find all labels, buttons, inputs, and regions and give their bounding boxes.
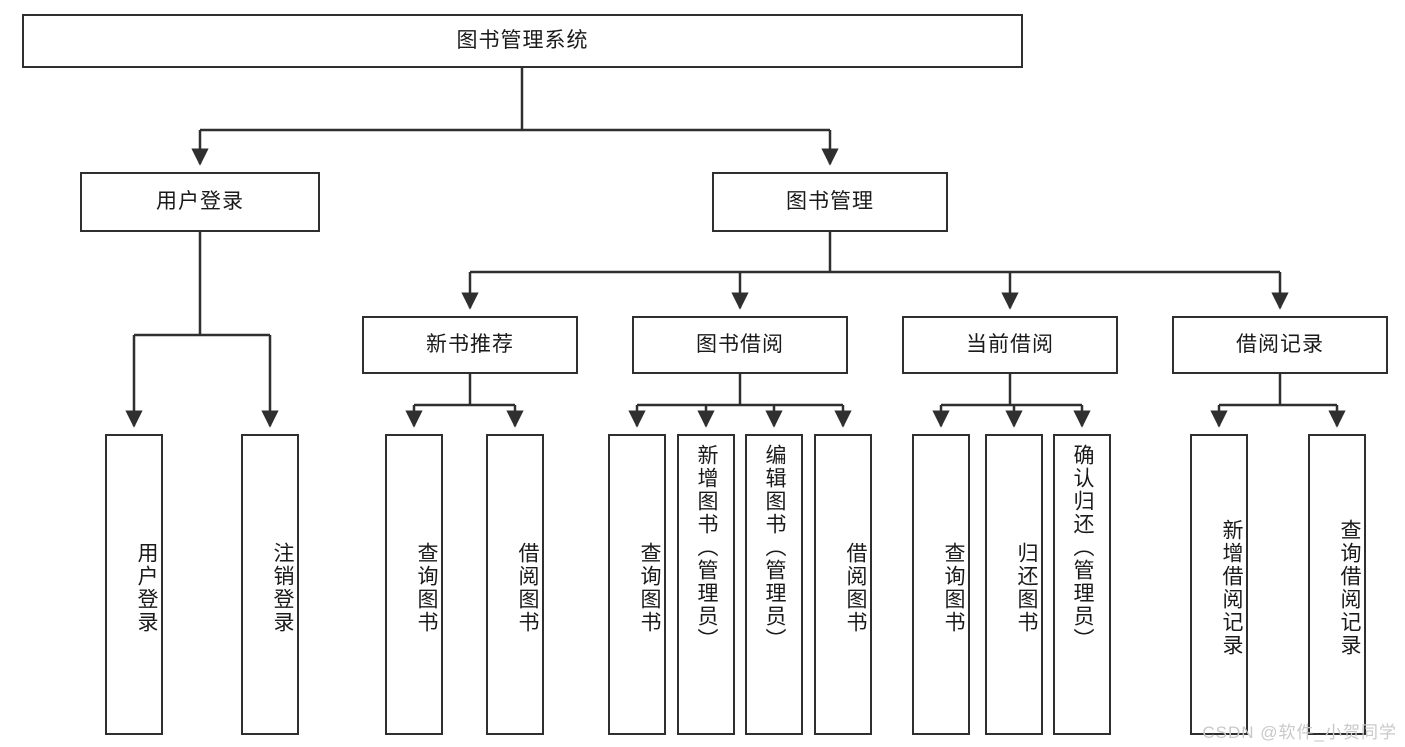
node-leaf-lend-book[interactable]: 借阅图书 xyxy=(814,434,872,735)
node-user-login-module[interactable]: 用户登录 xyxy=(80,172,320,232)
node-leaf-add-borrow-record-label: 新增借阅记录 xyxy=(1220,518,1243,657)
node-root[interactable]: 图书管理系统 xyxy=(22,14,1023,68)
node-book-borrow[interactable]: 图书借阅 xyxy=(632,316,848,374)
node-leaf-new-query-book[interactable]: 查询图书 xyxy=(385,434,443,735)
node-leaf-edit-book-admin[interactable]: 编辑图书（管理员） xyxy=(745,434,803,735)
node-leaf-user-login[interactable]: 用户登录 xyxy=(105,434,163,735)
node-leaf-edit-book-admin-label: 编辑图书（管理员） xyxy=(763,444,786,651)
csdn-watermark: CSDN @软件_小贺同学 xyxy=(1202,723,1397,742)
node-leaf-lend-book-label: 借阅图书 xyxy=(844,541,867,634)
node-leaf-user-login-label: 用户登录 xyxy=(135,541,158,634)
node-borrow-record-label: 借阅记录 xyxy=(1236,333,1324,357)
node-leaf-user-logout-label: 注销登录 xyxy=(271,541,294,634)
node-user-login-module-label: 用户登录 xyxy=(156,190,244,214)
node-leaf-query-borrow-record[interactable]: 查询借阅记录 xyxy=(1308,434,1366,735)
node-root-label: 图书管理系统 xyxy=(456,29,589,53)
node-leaf-confirm-return-admin[interactable]: 确认归还（管理员） xyxy=(1053,434,1111,735)
node-leaf-new-borrow-book-label: 借阅图书 xyxy=(516,541,539,634)
node-leaf-new-query-book-label: 查询图书 xyxy=(415,541,438,634)
node-leaf-user-logout[interactable]: 注销登录 xyxy=(241,434,299,735)
node-leaf-borrow-query-book[interactable]: 查询图书 xyxy=(608,434,666,735)
node-leaf-borrow-query-book-label: 查询图书 xyxy=(638,541,661,634)
node-leaf-add-book-admin[interactable]: 新增图书（管理员） xyxy=(677,434,735,735)
node-new-book-recommend[interactable]: 新书推荐 xyxy=(362,316,578,374)
node-leaf-add-borrow-record[interactable]: 新增借阅记录 xyxy=(1190,434,1248,735)
node-leaf-return-book[interactable]: 归还图书 xyxy=(985,434,1043,735)
node-borrow-record[interactable]: 借阅记录 xyxy=(1172,316,1388,374)
node-book-management-module[interactable]: 图书管理 xyxy=(712,172,948,232)
node-leaf-current-query-book[interactable]: 查询图书 xyxy=(912,434,970,735)
node-leaf-current-query-book-label: 查询图书 xyxy=(942,541,965,634)
node-leaf-confirm-return-admin-label: 确认归还（管理员） xyxy=(1071,444,1094,651)
node-book-management-module-label: 图书管理 xyxy=(786,190,874,214)
node-leaf-add-book-admin-label: 新增图书（管理员） xyxy=(695,444,718,651)
node-book-borrow-label: 图书借阅 xyxy=(696,333,784,357)
node-new-book-recommend-label: 新书推荐 xyxy=(426,333,514,357)
node-leaf-return-book-label: 归还图书 xyxy=(1015,541,1038,634)
node-current-borrow[interactable]: 当前借阅 xyxy=(902,316,1118,374)
node-leaf-new-borrow-book[interactable]: 借阅图书 xyxy=(486,434,544,735)
node-leaf-query-borrow-record-label: 查询借阅记录 xyxy=(1338,518,1361,657)
node-current-borrow-label: 当前借阅 xyxy=(966,333,1054,357)
